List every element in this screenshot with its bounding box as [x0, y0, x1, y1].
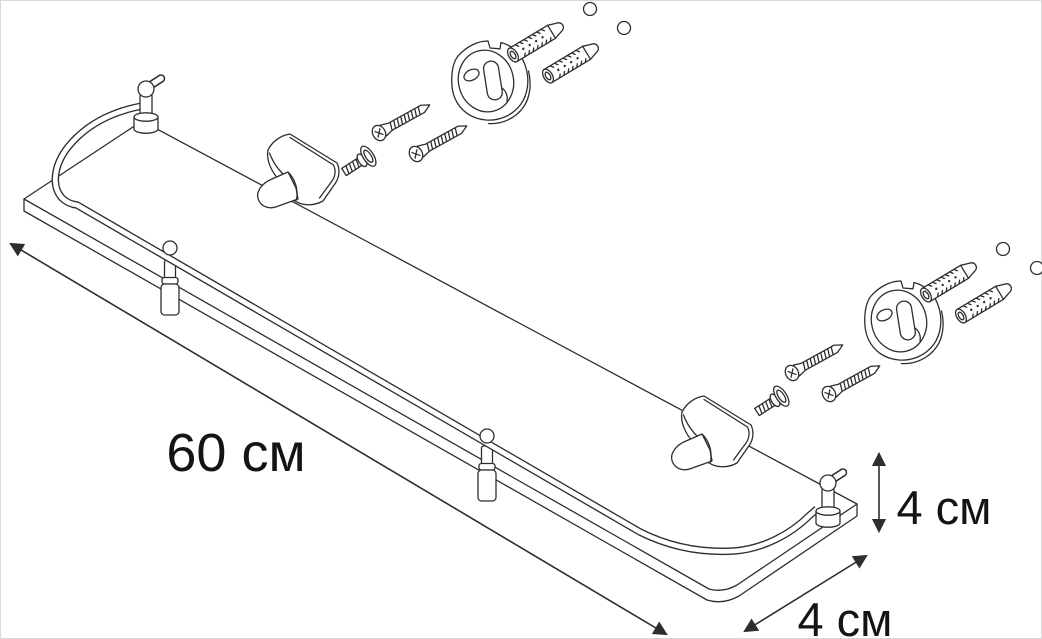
length-dimension-arrow [9, 242, 668, 636]
depth-dimension: 4 см [743, 554, 893, 639]
wall-bracket-center [256, 133, 340, 209]
hardware-set-center [338, 3, 631, 182]
depth-dimension-label: 4 см [797, 593, 892, 639]
length-dimension: 60 см [9, 242, 668, 636]
height-dimension: 4 см [871, 451, 992, 534]
depth-dimension-arrow [743, 554, 868, 633]
gallery-rail [51, 102, 820, 556]
shelf-top-face [23, 120, 858, 591]
height-dimension-label: 4 см [896, 481, 991, 534]
length-dimension-label: 60 см [166, 423, 305, 483]
gallery-rail-fill [52, 103, 819, 554]
rail-post-middle-ball [479, 428, 495, 444]
rail-post-left-ball [162, 240, 178, 256]
hardware-set-right [751, 243, 1042, 422]
